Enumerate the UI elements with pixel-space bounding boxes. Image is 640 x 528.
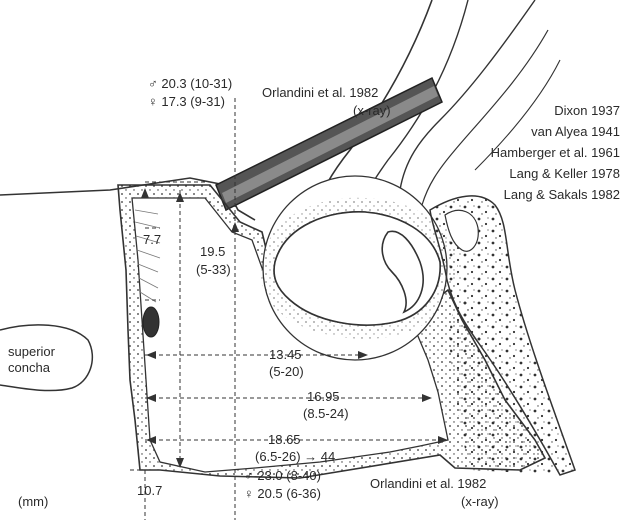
bottom-measure-male: ♂ 23.0 (8-40)	[244, 468, 321, 483]
clivus-fill	[449, 290, 560, 475]
top-measure-male: ♂ 20.3 (10-31)	[148, 76, 233, 91]
pituitary-stalk	[381, 230, 424, 314]
measure-19-5: 19.5	[200, 244, 226, 259]
superior-concha-shape	[0, 324, 94, 392]
right-contour-c	[474, 59, 561, 171]
superior-concha-label-line1: superior	[8, 344, 55, 359]
ref-van-alyea: van Alyea 1941	[531, 124, 620, 139]
measure-13-45: 13.45	[269, 347, 302, 362]
measure-7-7: 7.7	[143, 232, 162, 247]
ref-dixon: Dixon 1937	[554, 103, 620, 118]
anterior-wall-hatching	[134, 209, 161, 303]
right-contour-b	[421, 29, 549, 206]
measure-18-65: 18.65	[268, 432, 301, 447]
unit-label: (mm)	[18, 494, 49, 509]
measure-13-45-range: (5-20)	[269, 364, 304, 379]
dorsum-inner	[444, 209, 479, 252]
vertical-arrowheads	[141, 188, 239, 468]
bottom-measure-female: ♀ 20.5 (6-36)	[244, 486, 321, 501]
horizontal-arrowheads	[146, 351, 448, 444]
horizontal-measure-lines	[130, 181, 448, 471]
sella-turcica	[260, 175, 458, 361]
ref-lang-keller: Lang & Keller 1978	[509, 166, 620, 181]
measure-16-95-range: (8.5-24)	[303, 406, 349, 421]
bottom-measure-method: (x-ray)	[461, 494, 499, 509]
measure-10-7: 10.7	[137, 483, 163, 498]
measure-18-65-range: (6.5-26) → 44	[255, 449, 336, 464]
top-measure-source: Orlandini et al. 1982	[262, 85, 379, 100]
roof-line	[0, 177, 256, 221]
bottom-measure-source: Orlandini et al. 1982	[370, 476, 487, 491]
measure-16-95: 16.95	[307, 389, 340, 404]
vertical-measure-lines	[144, 98, 236, 520]
ref-lang-sakals: Lang & Sakals 1982	[503, 187, 620, 202]
right-contour-a	[399, 0, 536, 191]
top-measure-female: ♀ 17.3 (9-31)	[148, 94, 225, 109]
superior-concha-label-line2: concha	[8, 360, 50, 375]
clivus-bone	[429, 195, 576, 476]
measure-19-5-range: (5-33)	[196, 262, 231, 277]
top-measure-method: (x-ray)	[353, 103, 391, 118]
ref-hamberger: Hamberger et al. 1961	[490, 145, 620, 160]
sinus-ostium	[142, 306, 160, 338]
